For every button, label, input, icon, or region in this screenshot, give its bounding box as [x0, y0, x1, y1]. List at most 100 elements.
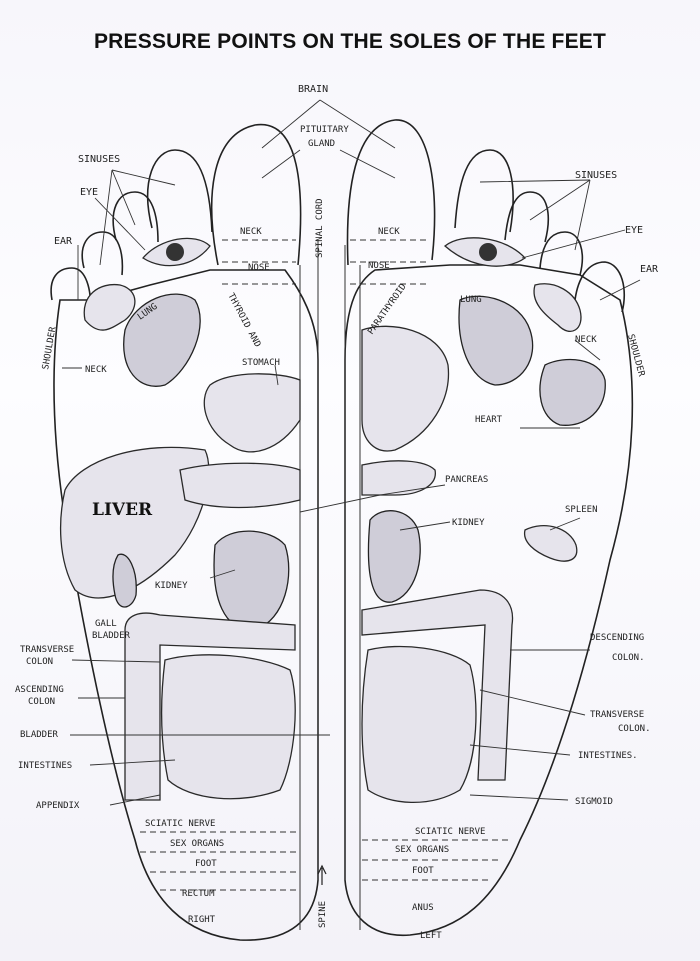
- label-heart: HEART: [475, 415, 503, 425]
- left-big-toe: [346, 119, 436, 266]
- left-toe-2: [454, 149, 514, 233]
- left-neck-leader: [574, 339, 601, 361]
- label-intestines-left: INTESTINES.: [578, 751, 638, 761]
- left-kidney-leader: [399, 521, 451, 531]
- left-lung-organ: [458, 295, 534, 386]
- label-eye-left: EYE: [625, 225, 643, 236]
- label-nose-right: NOSE: [248, 263, 270, 273]
- diagram-title: PRESSURE POINTS ON THE SOLES OF THE FEET: [93, 30, 607, 53]
- label-neck-right-side: NECK: [85, 365, 107, 375]
- left-toe-4: [539, 231, 584, 276]
- label-stomach: STOMACH: [242, 358, 280, 368]
- label-ear-right: EAR: [54, 236, 73, 247]
- label-gland: GLAND: [308, 139, 335, 149]
- spleen-leader: [549, 517, 581, 531]
- left-toe-3: [504, 191, 550, 243]
- left-colon-organ: [361, 589, 514, 781]
- label-neck-left: NECK: [378, 227, 400, 237]
- right-eye-leader: [94, 197, 146, 251]
- right-toe-3: [112, 191, 159, 243]
- leader-lines: [62, 99, 641, 806]
- label-sigmoid: SIGMOID: [575, 797, 613, 807]
- left-transverse-leader: [479, 689, 586, 716]
- label-sciatic-left: SCIATIC NERVE: [415, 827, 485, 837]
- right-sinuses-leader: [99, 169, 176, 266]
- label-descending: DESCENDING: [590, 633, 644, 643]
- sigmoid-leader: [469, 794, 569, 801]
- label-ascending: ASCENDING: [15, 685, 64, 695]
- left-eye-leader: [521, 229, 626, 259]
- labels: BRAIN PITUITARY GLAND SINUSES EYE EAR SI…: [15, 84, 659, 941]
- right-foot-outline: [53, 269, 319, 941]
- label-ear-left: EAR: [640, 264, 659, 275]
- left-foot-outline: [344, 264, 634, 936]
- label-foot-left: FOOT: [412, 866, 434, 876]
- label-spine: SPINE: [318, 901, 328, 928]
- label-bladder: BLADDER: [20, 730, 59, 740]
- gall-bladder-organ: [112, 553, 137, 608]
- label-colon-right-2: COLON: [28, 697, 55, 707]
- label-colon-right-1: COLON: [26, 657, 53, 667]
- label-colon-left-1: COLON.: [612, 653, 645, 663]
- label-appendix: APPENDIX: [36, 801, 80, 811]
- right-foot: [50, 123, 319, 941]
- label-thyroid: THYROID AND: [225, 292, 262, 349]
- heart-organ: [539, 358, 606, 426]
- label-rectum: RECTUM: [182, 889, 215, 899]
- label-transverse-right: TRANSVERSE: [20, 645, 74, 655]
- label-shoulder-right: SHOULDER: [41, 326, 58, 371]
- right-pancreas-organ: [179, 462, 301, 509]
- stomach-leader: [274, 364, 279, 386]
- right-lung-organ: [123, 293, 201, 387]
- spleen-organ: [523, 525, 578, 562]
- right-transverse-leader: [71, 659, 161, 663]
- label-right: RIGHT: [188, 915, 216, 925]
- label-sex-right: SEX ORGANS: [170, 839, 224, 849]
- label-transverse-left: TRANSVERSE: [590, 710, 644, 720]
- left-eye-pupil: [479, 243, 497, 261]
- label-brain: BRAIN: [298, 84, 328, 95]
- label-neck-left-side: NECK: [575, 335, 597, 345]
- label-sciatic-right: SCIATIC NERVE: [145, 819, 215, 829]
- left-pancreas-organ: [361, 460, 436, 496]
- label-nose-left: NOSE: [368, 261, 390, 271]
- label-foot-right: FOOT: [195, 859, 217, 869]
- label-shoulder-left: SHOULDER: [625, 333, 646, 378]
- label-pancreas: PANCREAS: [445, 475, 488, 485]
- pituitary-leader: [261, 149, 396, 179]
- right-big-toe: [210, 123, 302, 266]
- left-foot: [344, 119, 634, 936]
- right-ear-organ: [83, 283, 136, 331]
- label-liver: LIVER: [92, 500, 153, 520]
- left-intestines-organ: [361, 645, 477, 804]
- left-toe-5: [574, 261, 626, 313]
- left-intestines-leader: [469, 744, 571, 756]
- label-pituitary: PITUITARY: [300, 125, 349, 135]
- label-sinuses-right: SINUSES: [78, 154, 120, 165]
- right-stomach-organ: [203, 373, 301, 453]
- left-stomach-organ: [361, 325, 450, 452]
- right-kidney-organ: [213, 530, 290, 631]
- label-eye-right: EYE: [80, 187, 98, 198]
- label-sex-left: SEX ORGANS: [395, 845, 449, 855]
- label-sinuses-left: SINUSES: [575, 170, 617, 181]
- brain-leader: [261, 99, 396, 149]
- label-colon-left-2: COLON.: [618, 724, 651, 734]
- right-toe-4: [81, 231, 124, 276]
- label-anus: ANUS: [412, 903, 434, 913]
- label-intestines-right: INTESTINES: [18, 761, 72, 771]
- label-gall: GALL: [95, 619, 117, 629]
- spine-arrowhead: [317, 864, 327, 875]
- right-intestines-organ: [160, 654, 296, 800]
- left-kidney-organ: [367, 510, 421, 603]
- pancreas-leader: [299, 484, 446, 513]
- label-spinal-cord: SPINAL CORD: [315, 198, 325, 258]
- right-toe-5: [50, 267, 92, 313]
- right-kidney-leader: [209, 569, 236, 579]
- right-toe-2: [146, 149, 213, 233]
- label-left: LEFT: [420, 931, 442, 941]
- left-ear-organ: [533, 283, 582, 332]
- label-neck-right: NECK: [240, 227, 262, 237]
- left-ear-leader: [599, 279, 641, 301]
